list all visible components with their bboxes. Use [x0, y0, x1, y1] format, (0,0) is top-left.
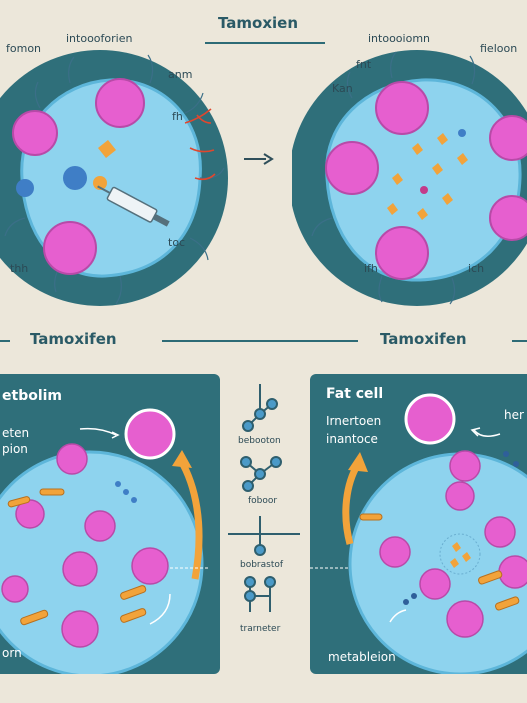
label-intoooforien: intoooforien	[66, 32, 133, 45]
center-label-3: bobrastof	[240, 560, 284, 570]
middle-rule-left	[0, 340, 10, 342]
molecule-icon-3	[254, 516, 266, 556]
free-nucleus	[124, 408, 176, 460]
label-anm: anm	[168, 68, 193, 81]
orange-arrow	[176, 457, 203, 580]
bottom-right-title: Fat cell	[326, 386, 384, 402]
center-column	[228, 374, 300, 674]
middle-rule-center	[162, 340, 358, 342]
top-arrow-icon	[244, 152, 274, 166]
top-right-panel	[292, 28, 527, 318]
mitochondria	[359, 513, 520, 611]
nucleus-3	[43, 221, 97, 275]
nuclei	[379, 450, 527, 638]
diagram-title: Tamoxien	[218, 14, 299, 32]
receptor-dots	[403, 451, 519, 605]
bottom-right-side: her	[504, 408, 524, 422]
nucleus-3	[489, 115, 527, 161]
cell-body	[0, 450, 204, 674]
top-right-cell-illustration	[292, 50, 527, 306]
bottom-left-line2: pion	[2, 442, 28, 456]
free-nucleus	[404, 393, 456, 445]
nucleus-4	[489, 195, 527, 241]
top-left-panel	[0, 28, 232, 318]
label-kan: Kan	[332, 82, 353, 95]
middle-title-left: Tamoxifen	[30, 330, 117, 348]
nucleus-2	[325, 141, 379, 195]
bottom-right-line2: inantoce	[326, 432, 378, 446]
label-fnt: fnt	[356, 58, 372, 71]
bottom-right-cell-illustration	[310, 393, 527, 674]
label-fh: fh	[172, 110, 183, 123]
mitochondria	[7, 488, 147, 626]
cell-body	[325, 78, 522, 282]
receptor-dots	[115, 481, 137, 503]
bottom-left-cell-illustration	[0, 408, 210, 674]
organelle-3	[93, 176, 107, 190]
drug-particle	[98, 140, 116, 158]
red-fibers	[184, 108, 216, 181]
molecule-icon-4	[244, 576, 276, 612]
organelle-1	[16, 179, 34, 197]
label-intoooiomn: intoooiomn	[368, 32, 431, 45]
cell-cilia	[311, 51, 476, 305]
title-underline	[205, 42, 325, 44]
middle-rule-right	[512, 340, 527, 342]
nucleus-5	[375, 226, 429, 280]
organelle-2	[63, 166, 87, 190]
nucleus-2	[12, 110, 58, 156]
nucleus-1	[95, 78, 145, 128]
bottom-left-panel	[0, 374, 220, 674]
center-label-4: trarneter	[240, 624, 281, 634]
bottom-right-footer: metableion	[328, 650, 396, 664]
bottom-left-line1: eten	[2, 426, 30, 440]
label-toc: toc	[168, 236, 186, 249]
bottom-right-panel	[310, 374, 527, 674]
center-label-1: bebooton	[238, 436, 281, 446]
label-ifh: ifh	[364, 262, 378, 275]
label-ich: ich	[468, 262, 485, 275]
bottom-left-title: etbolim	[2, 388, 63, 404]
drug-particles	[387, 133, 468, 220]
top-left-cell-illustration	[0, 50, 228, 306]
label-thh: thh	[10, 262, 29, 275]
molecule-icon-2	[240, 456, 282, 492]
middle-title-right: Tamoxifen	[380, 330, 467, 348]
label-fomon: fomon	[6, 42, 42, 55]
bottom-left-footer: orn	[2, 646, 22, 660]
label-fieloon: fieloon	[480, 42, 518, 55]
molecule-icons	[228, 384, 300, 612]
drug-particles	[450, 542, 471, 568]
center-label-2: foboor	[248, 496, 278, 506]
syringe-icon	[97, 185, 170, 227]
nuclei	[1, 443, 169, 648]
molecule-icon-1	[242, 384, 278, 432]
bottom-right-line1: Irnertoen	[326, 414, 382, 428]
nucleus-1	[375, 81, 429, 135]
